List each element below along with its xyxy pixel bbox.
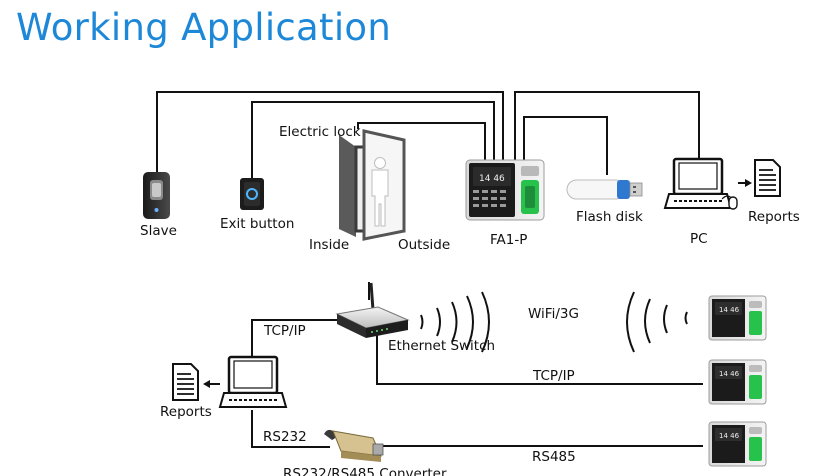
converter-icon: [324, 429, 384, 462]
label-wifi: WiFi/3G: [528, 306, 579, 322]
wire-exit-button: [251, 101, 495, 178]
label-electric-lock: Electric lock: [279, 124, 361, 140]
arrow-right-icon: [738, 179, 752, 187]
label-flash-disk: Flash disk: [576, 209, 643, 225]
svg-text:14 46: 14 46: [719, 306, 740, 314]
wire-flash-disk: [523, 116, 608, 175]
terminal-tcpip-icon: 14 46: [708, 359, 767, 405]
label-tcpip-right: TCP/IP: [532, 368, 575, 384]
label-rs232: RS232: [263, 429, 307, 445]
label-reports-bottom: Reports: [160, 404, 212, 420]
report-document-bottom-icon: [172, 363, 199, 401]
label-slave: Slave: [140, 223, 177, 239]
label-outside: Outside: [398, 237, 450, 253]
label-fa1p: FA1-P: [490, 232, 527, 248]
bottom-wiring: [251, 282, 703, 448]
label-exit-button: Exit button: [220, 216, 294, 232]
wire-rs232: [251, 410, 330, 448]
router-icon: [335, 282, 410, 338]
label-pc: PC: [690, 231, 708, 247]
report-document-top-icon: [754, 159, 781, 197]
fa1p-terminal-icon: 14 46: [465, 159, 545, 221]
wire-tcpip-right: [376, 333, 703, 385]
terminal-wifi-icon: 14 46: [708, 295, 767, 341]
wifi-waves-right-icon: [626, 291, 688, 353]
wire-pc: [514, 91, 700, 160]
svg-text:14 46: 14 46: [719, 432, 740, 440]
usb-flash-disk-icon: [566, 179, 643, 200]
wifi-waves-left-icon: [420, 291, 490, 353]
wire-electric-lock: [357, 122, 486, 160]
label-rs485: RS485: [532, 449, 576, 465]
label-converter: RS232/RS485 Converter: [283, 466, 447, 476]
wire-slave: [156, 91, 504, 172]
slave-reader-icon: [143, 172, 170, 219]
arrow-left-icon: [203, 380, 220, 388]
pc-bottom-icon: [218, 355, 288, 408]
page-title: Working Application: [16, 6, 392, 49]
svg-text:14 46: 14 46: [479, 174, 505, 184]
exit-button-icon: [240, 178, 264, 210]
pc-top-icon: [663, 157, 733, 209]
label-reports-top: Reports: [748, 209, 800, 225]
label-ethernet-switch: Ethernet Switch: [388, 338, 495, 354]
mouse-icon: [721, 195, 738, 210]
label-tcpip-left: TCP/IP: [263, 323, 306, 339]
terminal-rs485-icon: 14 46: [708, 421, 767, 467]
door-icon: [339, 129, 406, 241]
svg-text:14 46: 14 46: [719, 370, 740, 378]
top-wiring: [156, 91, 700, 178]
label-inside: Inside: [309, 237, 349, 253]
wire-tcpip-pc-switch: [251, 319, 340, 357]
